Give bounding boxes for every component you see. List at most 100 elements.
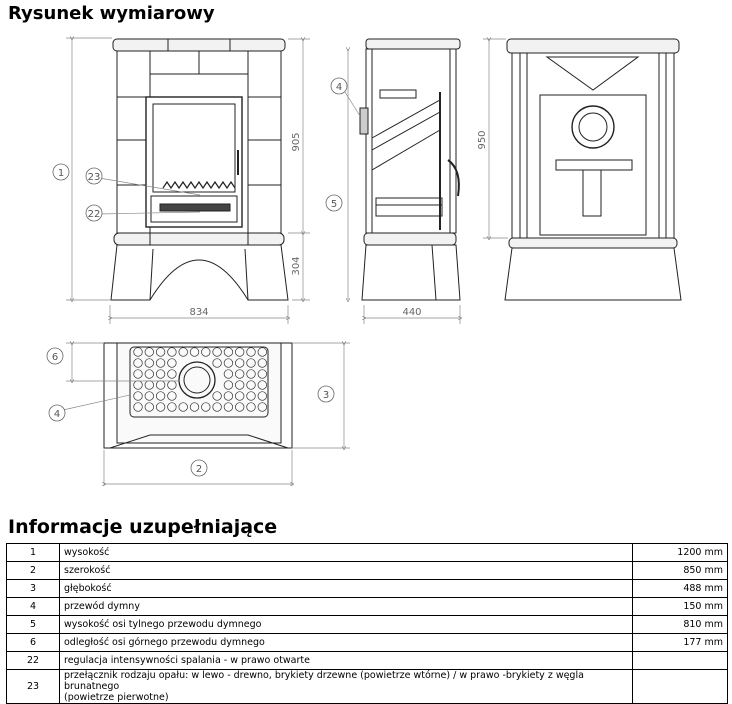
grate-hole xyxy=(257,380,267,390)
grate-hole xyxy=(235,380,245,390)
row-description: wysokość xyxy=(59,543,633,562)
grate-hole xyxy=(167,402,177,412)
callout-6: 6 xyxy=(52,352,58,363)
grate-hole xyxy=(144,391,154,401)
row-number: 4 xyxy=(6,597,60,616)
grate-hole xyxy=(212,402,222,412)
row-description: odległość osi górnego przewodu dymnego xyxy=(59,633,633,652)
grate-hole xyxy=(133,369,143,379)
grate-hole xyxy=(144,369,154,379)
row-description: wysokość osi tylnego przewodu dymnego xyxy=(59,615,633,634)
grate-hole xyxy=(167,358,177,368)
row-number: 22 xyxy=(6,651,60,670)
row-value: 850 mm xyxy=(632,561,728,580)
grate-hole xyxy=(189,347,200,357)
side-view xyxy=(359,38,461,301)
grate-hole xyxy=(144,347,154,357)
grate-hole xyxy=(257,369,267,379)
grate-hole xyxy=(133,347,143,357)
grate-hole xyxy=(235,358,245,368)
grate-hole xyxy=(144,358,154,368)
dimension-drawing: 905 304 834 1 23 22 440 4 5 xyxy=(46,26,682,486)
dim-width: 834 xyxy=(189,307,208,318)
grate-hole xyxy=(235,391,245,401)
dim-height-back: 950 xyxy=(477,130,488,149)
row-number: 2 xyxy=(6,561,60,580)
callout-3: 3 xyxy=(323,390,329,401)
row-description-line: przełącznik rodzaju opału: w lewo - drew… xyxy=(64,670,584,692)
grate-hole xyxy=(212,347,222,357)
grate-hole xyxy=(178,347,188,357)
row-description-line: (powietrze pierwotne) xyxy=(64,692,169,703)
front-view xyxy=(110,38,289,301)
drawing-heading: Rysunek wymiarowy xyxy=(8,3,215,24)
top-grate-holes xyxy=(133,347,267,412)
back-view xyxy=(504,38,682,301)
grate-hole xyxy=(223,380,234,390)
grate-hole xyxy=(212,358,222,368)
grate-hole xyxy=(167,369,177,379)
row-value xyxy=(632,651,728,670)
info-heading: Informacje uzupełniające xyxy=(8,516,278,538)
row-description: przewód dymny xyxy=(59,597,633,616)
row-value: 1200 mm xyxy=(632,543,728,562)
callout-23: 23 xyxy=(88,172,101,183)
grate-hole xyxy=(201,402,211,412)
grate-hole xyxy=(246,369,256,379)
grate-hole xyxy=(246,380,256,390)
grate-hole xyxy=(155,347,166,357)
row-value: 488 mm xyxy=(632,579,728,598)
grate-hole xyxy=(133,402,143,412)
grate-hole xyxy=(257,402,267,412)
callout-4: 4 xyxy=(336,82,342,93)
callout-1: 1 xyxy=(58,168,64,179)
callout-22: 22 xyxy=(88,209,101,220)
grate-hole xyxy=(178,402,188,412)
grate-hole xyxy=(212,391,222,401)
grate-hole xyxy=(133,358,143,368)
grate-hole xyxy=(246,358,256,368)
grate-hole xyxy=(223,402,234,412)
grate-hole xyxy=(167,347,177,357)
grate-hole xyxy=(235,402,245,412)
grate-hole xyxy=(155,369,166,379)
grate-hole xyxy=(201,347,211,357)
grate-hole xyxy=(223,358,234,368)
grate-hole xyxy=(246,347,256,357)
callout-2: 2 xyxy=(196,464,202,475)
dim-depth: 440 xyxy=(402,307,421,318)
grate-hole xyxy=(257,391,267,401)
grate-hole xyxy=(133,391,143,401)
grate-hole xyxy=(167,391,177,401)
grate-hole xyxy=(155,358,166,368)
callout-4b: 4 xyxy=(54,409,60,420)
grate-hole xyxy=(246,391,256,401)
row-number: 3 xyxy=(6,579,60,598)
row-value: 810 mm xyxy=(632,615,728,634)
row-description: przełącznik rodzaju opału: w lewo - drew… xyxy=(59,669,633,704)
grate-hole xyxy=(155,402,166,412)
grate-hole xyxy=(144,402,154,412)
row-description: regulacja intensywności spalania - w pra… xyxy=(59,651,633,670)
row-value xyxy=(632,669,728,704)
dim-height-upper: 905 xyxy=(291,132,302,151)
row-number: 23 xyxy=(6,669,60,704)
row-description: głębokość xyxy=(59,579,633,598)
callout-5: 5 xyxy=(331,199,337,210)
grate-hole xyxy=(223,347,234,357)
grate-hole xyxy=(235,347,245,357)
grate-hole xyxy=(189,402,200,412)
grate-hole xyxy=(223,369,234,379)
row-number: 1 xyxy=(6,543,60,562)
row-value: 177 mm xyxy=(632,633,728,652)
dim-height-lower: 304 xyxy=(291,256,302,275)
grate-hole xyxy=(257,358,267,368)
row-number: 5 xyxy=(6,615,60,634)
